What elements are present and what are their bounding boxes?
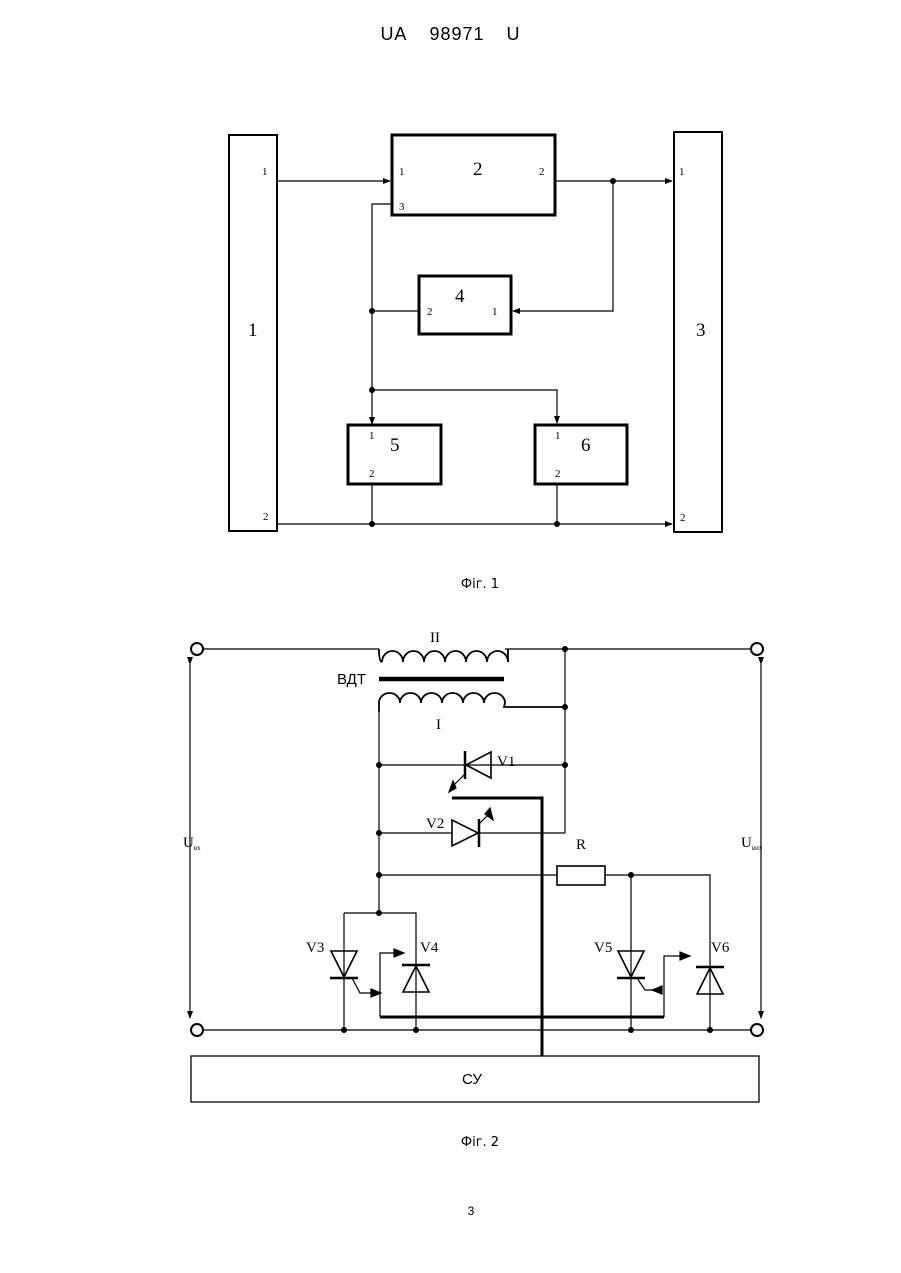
b6-port1-label: 1 [555, 430, 561, 442]
uin-sub: вх [194, 844, 201, 852]
b5-port2-label: 2 [369, 468, 375, 480]
b6-label: 6 [581, 435, 591, 456]
junction-dot [610, 178, 616, 184]
terminal-in-top [191, 643, 203, 655]
v2-label: V2 [426, 816, 444, 832]
junction-dot [413, 1027, 419, 1033]
v4-thyristor [380, 949, 430, 1017]
control-unit-label: СУ [462, 1071, 482, 1088]
junction-dot [628, 872, 634, 878]
junction-dot [376, 830, 382, 836]
b3-label: 3 [696, 320, 706, 341]
uin-main: U [183, 835, 194, 851]
junction-dot [369, 521, 375, 527]
block-4 [419, 276, 511, 334]
b6-port2-label: 2 [555, 468, 561, 480]
junction-dot [562, 704, 568, 710]
b4-port2-label: 2 [427, 306, 433, 318]
r-label: R [576, 837, 586, 853]
junction-dot [376, 872, 382, 878]
fig2-caption: Фіг. 2 [0, 1135, 901, 1150]
b1-port1-label: 1 [262, 166, 268, 178]
wire-bus-to-6 [372, 390, 557, 423]
junction-dot [707, 1027, 713, 1033]
winding-ii-label: II [430, 630, 440, 646]
v6-thyristor [664, 952, 724, 1017]
v6-label: V6 [711, 940, 730, 956]
v5-thyristor [617, 951, 662, 994]
uout-main: U [741, 835, 752, 851]
v3-thyristor [330, 951, 381, 997]
b2-label: 2 [473, 159, 483, 180]
wire-2-port3-bus [372, 204, 392, 424]
winding-i [379, 693, 565, 712]
junction-dot [562, 762, 568, 768]
uout-sub: вих [752, 844, 763, 852]
junction-dot [376, 910, 382, 916]
b5-label: 5 [390, 435, 400, 456]
junction-dot [369, 387, 375, 393]
fig2-circuit [190, 643, 763, 1102]
b2-port2-label: 2 [539, 166, 545, 178]
winding-ii [379, 649, 508, 662]
v2-thyristor [452, 808, 493, 847]
junction-dot [341, 1027, 347, 1033]
b2-port3-label: 3 [399, 201, 405, 213]
uin-label: Uвх [183, 835, 201, 852]
v5-label: V5 [594, 940, 612, 956]
v4-label: V4 [420, 940, 439, 956]
b3-port2-label: 2 [680, 512, 686, 524]
b1-port2-label: 2 [263, 511, 269, 523]
wire-2-to-4 [513, 181, 613, 311]
b4-label: 4 [455, 286, 465, 307]
v1-thyristor [449, 751, 491, 792]
v3-label: V3 [306, 940, 324, 956]
uout-label: Uвих [741, 835, 763, 852]
b5-port1-label: 1 [369, 430, 375, 442]
terminal-in-bottom [191, 1024, 203, 1036]
b3-port1-label: 1 [679, 166, 685, 178]
b2-port1-label: 1 [399, 166, 405, 178]
page-number: 3 [0, 1204, 901, 1218]
winding-i-label: I [436, 717, 441, 733]
junction-dot [376, 762, 382, 768]
junction-dot [562, 646, 568, 652]
junction-dot [628, 1027, 634, 1033]
transformer-label: ВДТ [337, 671, 366, 688]
fig1-caption: Фіг. 1 [0, 577, 901, 592]
fig1-block-diagram [229, 132, 722, 532]
resistor-r [557, 866, 605, 885]
junction-dot [369, 308, 375, 314]
b1-label: 1 [248, 320, 258, 341]
b4-port1-label: 1 [492, 306, 498, 318]
terminal-out-top [751, 643, 763, 655]
fig2-labels: II ВДТ I V1 V2 R V3 V4 V5 V6 Uвх Uвих СУ [183, 630, 763, 1088]
junction-dot [554, 521, 560, 527]
v1-label: V1 [497, 754, 515, 770]
terminal-out-bottom [751, 1024, 763, 1036]
